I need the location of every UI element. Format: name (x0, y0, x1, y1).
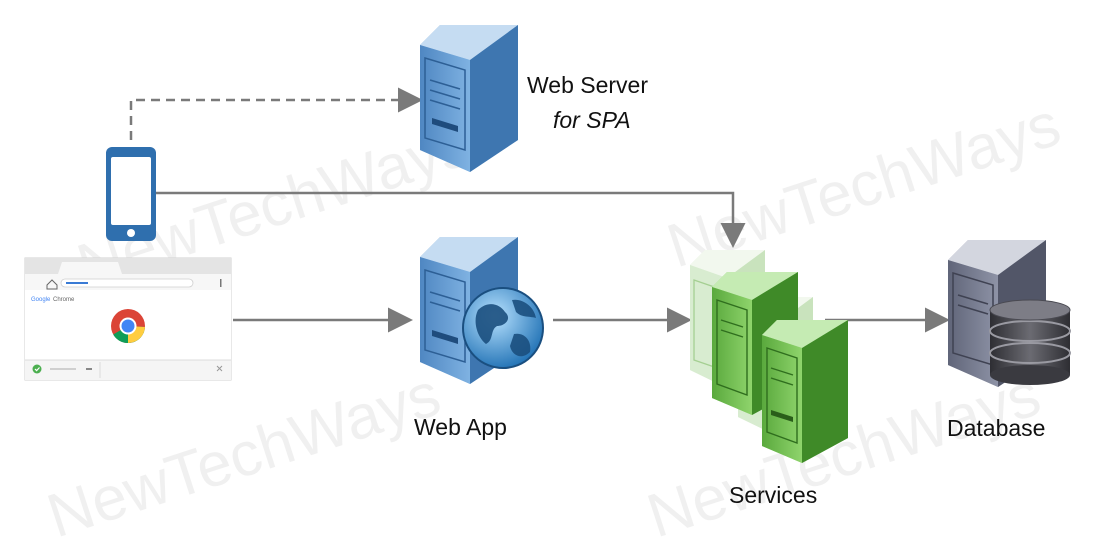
web-server-icon (420, 25, 518, 172)
services-server-cluster-icon (690, 250, 848, 463)
chrome-logo-icon (111, 309, 145, 344)
chrome-brand-chrome: Chrome (53, 297, 75, 303)
services-label: Services (729, 482, 818, 508)
database-label: Database (947, 415, 1046, 441)
for-spa-label: for SPA (553, 107, 631, 133)
globe-icon (462, 287, 544, 369)
arrow-phone-to-services (156, 191, 746, 248)
service-server-icon (762, 320, 848, 463)
web-server-label: Web Server (527, 72, 649, 98)
database-cylinder-icon (989, 299, 1071, 385)
chrome-brand-google: Google (31, 297, 51, 303)
mobile-phone-icon (106, 147, 156, 241)
web-app-label: Web App (414, 414, 507, 440)
dashed-arrow-phone-to-webserver (129, 87, 423, 140)
chrome-browser-window: Google Chrome (24, 257, 232, 381)
